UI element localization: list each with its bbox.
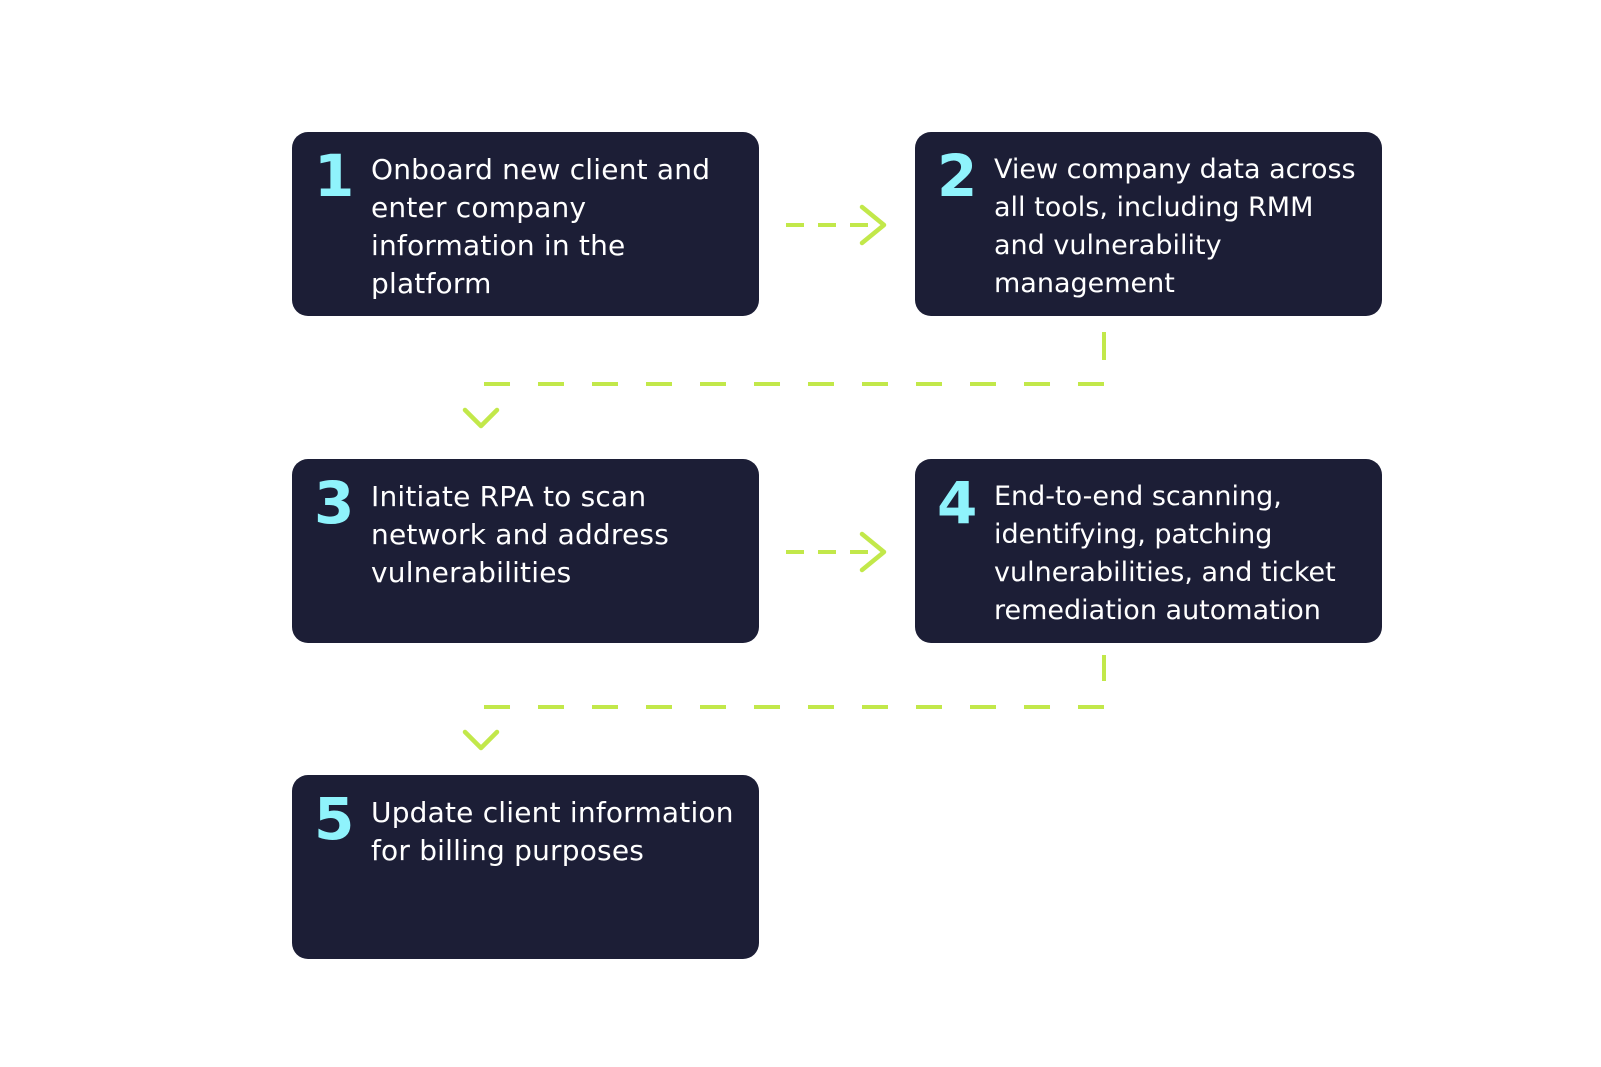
- chevron-down-icon: [462, 407, 500, 429]
- step-box-2: 2 View company data across all tools, in…: [915, 132, 1382, 316]
- step-number: 2: [937, 142, 978, 210]
- step-text: View company data across all tools, incl…: [994, 154, 1356, 299]
- chevron-right-icon: [859, 204, 887, 246]
- step-number: 4: [937, 469, 978, 537]
- connector-1-to-2: [786, 204, 887, 246]
- step-text: Update client information for billing pu…: [371, 796, 734, 867]
- step-text: Initiate RPA to scan network and address…: [371, 480, 669, 589]
- step-text: Onboard new client and enter company inf…: [371, 153, 711, 300]
- connector-3-to-4: [786, 531, 887, 573]
- step-box-3: 3 Initiate RPA to scan network and addre…: [292, 459, 759, 643]
- step-box-4: 4 End-to-end scanning, identifying, patc…: [915, 459, 1382, 643]
- step-text: End-to-end scanning, identifying, patchi…: [994, 481, 1336, 626]
- step-box-5: 5 Update client information for billing …: [292, 775, 759, 959]
- chevron-right-icon: [859, 531, 887, 573]
- connector-4-to-5: [462, 655, 1106, 751]
- step-box-1: 1 Onboard new client and enter company i…: [292, 132, 759, 316]
- step-number: 5: [314, 785, 355, 853]
- step-number: 1: [314, 142, 355, 210]
- connector-2-to-3: [462, 332, 1106, 429]
- chevron-down-icon: [462, 729, 500, 751]
- step-number: 3: [314, 469, 355, 537]
